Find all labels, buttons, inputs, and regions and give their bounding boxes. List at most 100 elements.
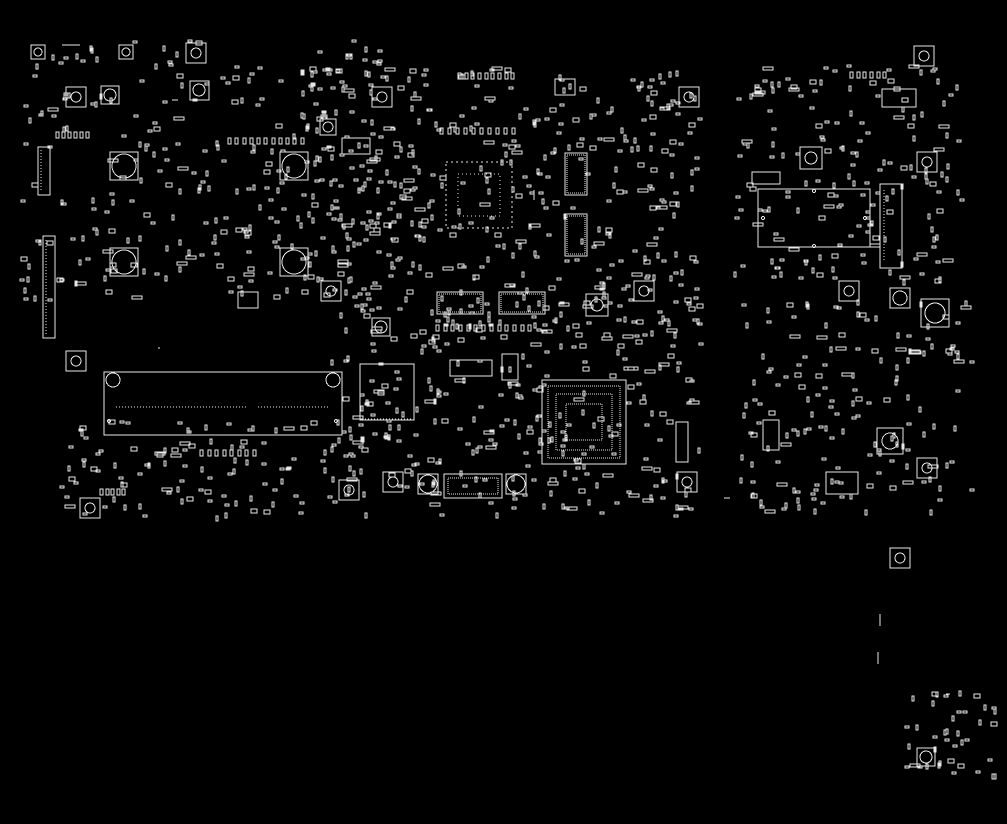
smd-part — [769, 155, 775, 159]
smd-part — [572, 117, 580, 123]
smd-part — [178, 188, 182, 195]
smd-part — [370, 413, 376, 417]
smd-part — [458, 74, 466, 80]
smd-part — [240, 97, 244, 104]
smd-part — [653, 236, 659, 240]
smd-part — [403, 188, 411, 194]
smd-part — [644, 369, 656, 374]
smd-part — [351, 218, 355, 225]
smd-part — [686, 302, 692, 306]
smd-part — [521, 353, 525, 360]
smd-part — [62, 126, 66, 133]
smd-part — [849, 110, 853, 117]
smd-part — [494, 232, 502, 238]
smd-part — [622, 357, 628, 361]
smd-part — [563, 213, 567, 220]
smd-part — [566, 325, 570, 332]
smd-part — [133, 158, 139, 162]
smd-part — [116, 488, 121, 496]
smd-part — [199, 253, 205, 257]
smd-part — [186, 496, 194, 502]
smd-part — [608, 232, 612, 239]
smd-part — [364, 70, 368, 77]
smd-part — [644, 276, 650, 280]
smd-part — [331, 250, 337, 254]
smd-part — [64, 504, 76, 509]
smd-part — [352, 440, 364, 445]
smd-part — [740, 454, 744, 461]
mounting-hole — [838, 280, 860, 302]
smd-part — [911, 175, 917, 179]
smd-part — [176, 73, 184, 79]
smd-part — [669, 201, 677, 207]
smd-part — [591, 245, 597, 249]
smd-part — [262, 482, 268, 486]
smd-part — [658, 364, 662, 371]
mounting-hole — [189, 80, 210, 101]
smd-part — [245, 459, 249, 466]
smd-part — [162, 45, 166, 52]
smd-part — [867, 223, 873, 227]
smd-part — [504, 151, 508, 158]
smd-part — [110, 488, 115, 496]
smd-part — [735, 195, 741, 199]
smd-part — [227, 137, 232, 145]
smd-part — [668, 103, 674, 107]
smd-part — [623, 134, 627, 141]
smd-part — [930, 69, 936, 73]
smd-part — [187, 249, 191, 256]
smd-part — [437, 228, 443, 232]
smd-part — [497, 324, 502, 332]
smd-part — [602, 291, 606, 298]
smd-part — [637, 188, 649, 193]
smd-part — [907, 743, 911, 750]
smd-part — [419, 482, 425, 486]
smd-part — [635, 339, 643, 345]
smd-part — [51, 54, 55, 61]
smd-part — [675, 473, 679, 480]
smd-part — [511, 186, 515, 193]
smd-part — [869, 243, 881, 248]
smd-part — [376, 306, 382, 310]
smd-part — [675, 504, 679, 511]
smd-part — [387, 180, 393, 184]
smd-part — [544, 350, 550, 354]
smd-part — [310, 82, 316, 86]
smd-part — [816, 272, 824, 278]
smd-part — [130, 446, 138, 452]
smd-part — [561, 503, 565, 510]
smd-part — [659, 198, 665, 202]
smd-part — [220, 229, 228, 235]
smd-part — [411, 149, 415, 156]
smd-part — [851, 372, 855, 379]
smd-part — [431, 481, 435, 488]
smd-part — [326, 212, 332, 216]
smd-part — [330, 446, 334, 453]
smd-part — [547, 437, 551, 444]
smd-part — [595, 482, 599, 489]
smd-part — [27, 263, 31, 270]
smd-part — [309, 66, 317, 72]
smd-part — [948, 93, 954, 97]
smd-part — [485, 226, 489, 233]
smd-part — [740, 264, 746, 268]
smd-part — [484, 302, 490, 306]
smd-part — [303, 274, 307, 281]
smd-part — [752, 92, 764, 97]
smd-part — [804, 180, 808, 187]
smd-part — [570, 206, 576, 210]
smd-part — [935, 260, 941, 264]
smd-part — [643, 457, 649, 461]
smd-part — [300, 257, 306, 261]
smd-part — [909, 164, 913, 171]
smd-part — [252, 449, 257, 457]
smd-part — [829, 436, 835, 440]
smd-part — [316, 116, 324, 122]
smd-part — [523, 451, 529, 455]
smd-part — [657, 438, 663, 442]
smd-part — [582, 463, 586, 470]
smd-part — [439, 513, 445, 517]
smd-part — [330, 154, 334, 161]
